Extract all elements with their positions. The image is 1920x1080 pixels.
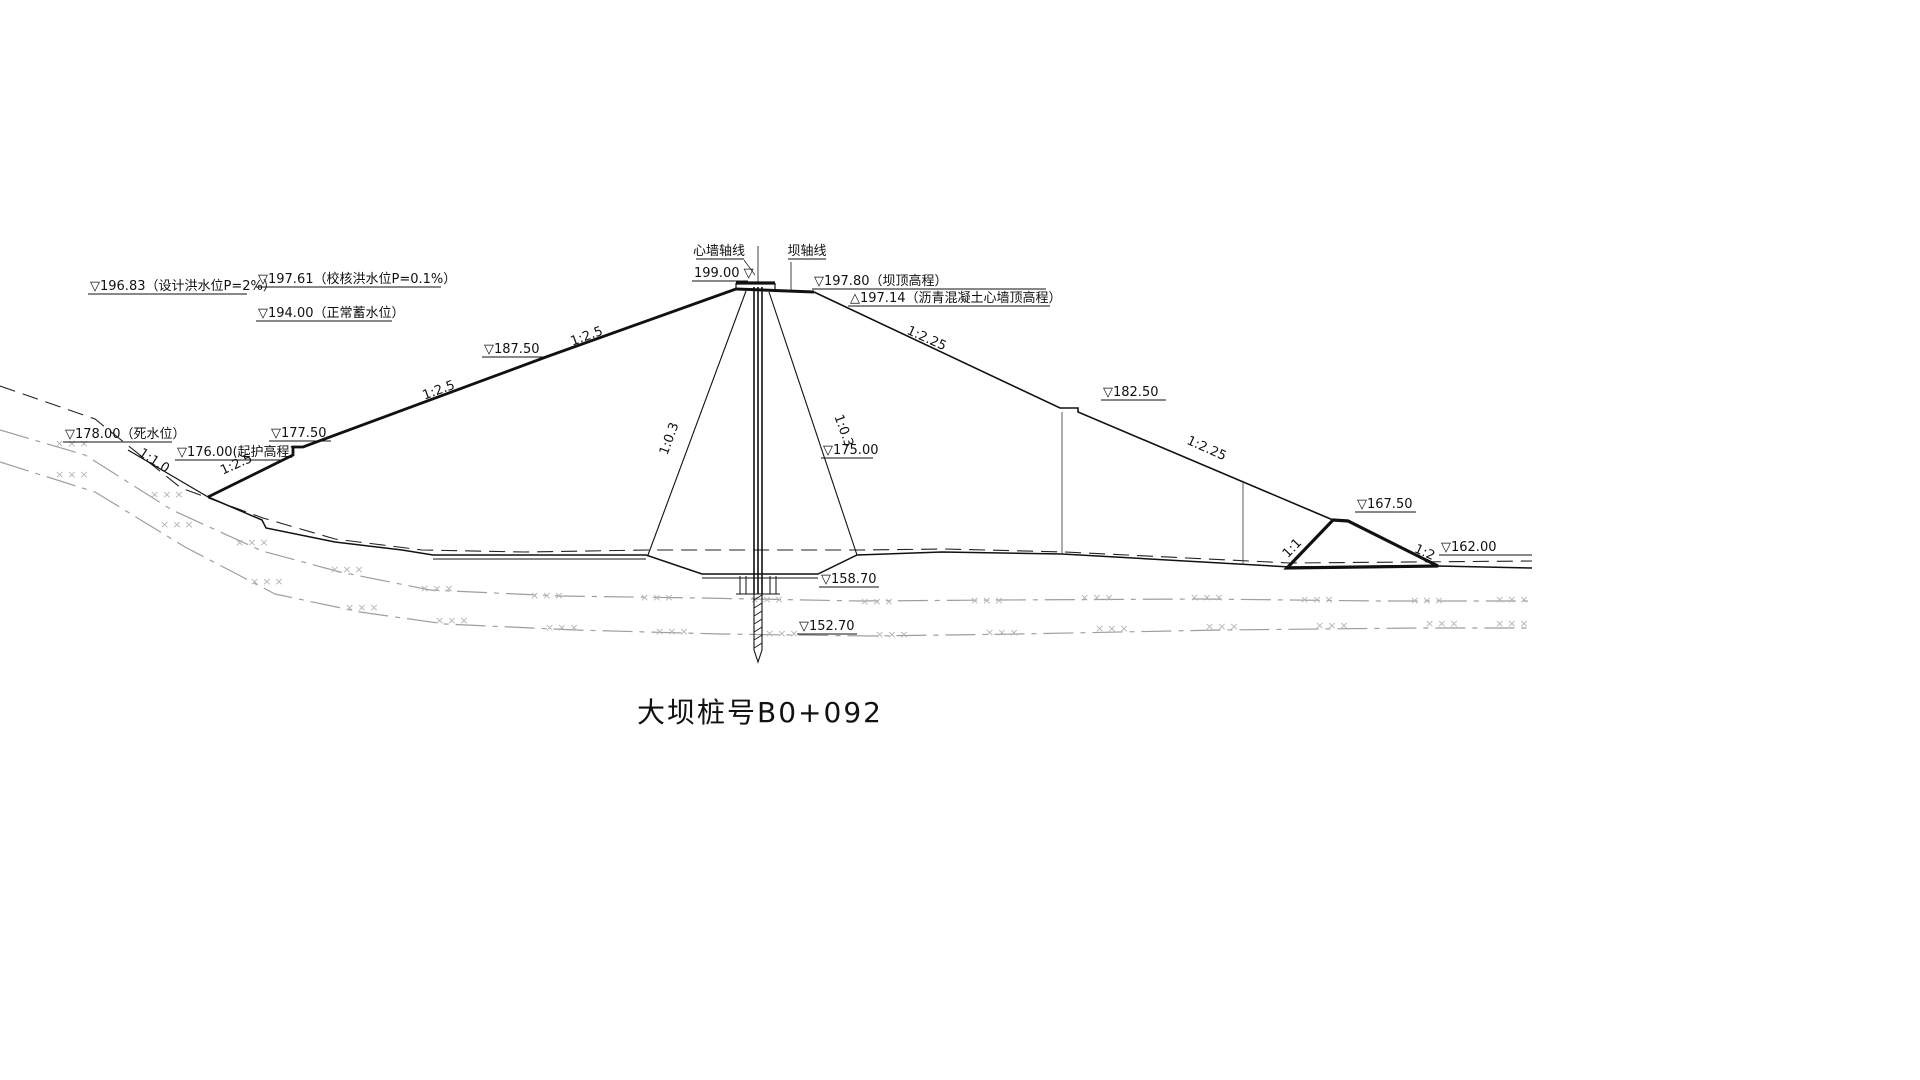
- geology-marker: ×××: [1300, 593, 1337, 606]
- normal-storage-level-label: ▽194.00（正常蓄水位）: [258, 306, 405, 321]
- geology-marker: ×××: [1425, 617, 1462, 630]
- toe-prism-elevation-label: ▽167.50: [1357, 497, 1413, 512]
- grout-curtain-tip: [753, 649, 763, 664]
- geology-marker: ×××: [545, 621, 582, 634]
- geology-marker: ×××: [1190, 591, 1227, 604]
- geology-marker: ×××: [55, 468, 92, 481]
- geology-marker: ×××: [55, 437, 92, 450]
- foundation-base-line: [207, 496, 1533, 575]
- upstream-face-line: [207, 287, 737, 499]
- slope-label-upstream-mid: 1:2.5: [421, 378, 457, 403]
- geology-marker: ×××: [345, 601, 382, 614]
- core-zone-left-face: [647, 290, 747, 556]
- internal-elevation-label: ▽175.00: [823, 443, 879, 458]
- geology-marker: ×××: [1495, 593, 1532, 606]
- geology-marker: ×××: [1410, 594, 1447, 607]
- slope-label-prism-downstream: 1:2: [1412, 542, 1437, 564]
- weathering-boundary-lower: [0, 461, 1532, 637]
- upstream-berm-elevation-label: ▽177.50: [271, 426, 327, 441]
- geology-marker: ×××: [250, 575, 287, 588]
- crest-line: [735, 287, 815, 294]
- dam-axis-label: 坝轴线: [787, 244, 826, 259]
- dam-body: [127, 281, 1533, 579]
- downstream-ground-elevation-label: ▽162.00: [1441, 540, 1497, 555]
- geology-marker: ×××: [875, 628, 912, 641]
- crest-elevation-label: ▽197.80（坝顶高程）: [814, 273, 948, 289]
- core-wall-top-elevation-label: △197.14（沥青混凝土心墙顶高程）: [850, 290, 1062, 306]
- label-underlines: [63, 258, 1532, 635]
- geology-marker: ×××: [1205, 620, 1242, 633]
- slope-labels: 1:2.5 1:2.5 1:2.5 1:1.0 1:2.25 1:2.25 1:…: [136, 323, 1437, 563]
- core-wall-axis-label: 心墙轴线: [693, 244, 745, 259]
- geology-marker: ×××: [860, 595, 897, 608]
- core-footing-lines: [736, 576, 780, 595]
- core-wall: [647, 246, 858, 664]
- slope-label-downstream-upper: 1:2.25: [904, 323, 948, 354]
- check-flood-level-label: ▽197.61（校核洪水位P=0.1%）: [258, 271, 456, 287]
- core-trench-elevation-label: ▽158.70: [821, 572, 877, 587]
- geology-marker: ×××: [160, 518, 197, 531]
- slope-label-upstream-upper: 1:2.5: [569, 324, 605, 349]
- dead-water-level-label: ▽178.00（死水位）: [65, 427, 186, 442]
- curtain-top-elevation-label: ▽152.70: [799, 619, 855, 634]
- core-axis-leader: [743, 259, 756, 276]
- geology-marker: ×××: [420, 582, 457, 595]
- geology-marker: ×××: [1315, 619, 1352, 632]
- upstream-slope-elevation-label: ▽187.50: [484, 342, 540, 357]
- geology-marker: ×××: [530, 589, 567, 602]
- drainage-toe-prism: [1283, 518, 1439, 570]
- geology-marker: ×××: [1495, 617, 1532, 630]
- geology-marker: ×××: [765, 627, 802, 640]
- geology-marker: ×××: [655, 625, 692, 638]
- text-labels: 心墙轴线 坝轴线 199.00 ▽ ▽196.83（设计洪水位P=2%） ▽19…: [65, 244, 1497, 634]
- asphalt-core-wall-band: [753, 287, 763, 594]
- geology-marker: ×××: [640, 591, 677, 604]
- core-top-elevation-label: 199.00 ▽: [694, 266, 754, 281]
- geology-marker: ×××: [150, 488, 187, 501]
- slope-label-upstream-toe: 1:1.0: [136, 446, 172, 477]
- ground-lines: [0, 385, 1533, 637]
- geology-marker: ×××: [970, 594, 1007, 607]
- geology-marker: ×××: [985, 626, 1022, 639]
- upstream-toe-line: [127, 449, 209, 498]
- foundation-base-secondary: [433, 558, 818, 579]
- geology-marker: ×××: [235, 536, 272, 549]
- geology-marker: ×××: [750, 593, 787, 606]
- geology-marker: ×××: [1095, 622, 1132, 635]
- riprap-start-elevation-label: ▽176.00(起护高程): [177, 444, 295, 460]
- core-zone-right-face: [768, 291, 858, 556]
- weathering-boundary-upper: [0, 429, 1532, 602]
- original-ground-dashed-line: [0, 385, 1533, 564]
- geology-markers: ××× ××× ××× ××× ××× ××× ××× ××× ××× ××× …: [55, 437, 1532, 641]
- drawing-title: 大坝桩号B0+092: [637, 696, 883, 729]
- slope-label-core-left: 1:0.3: [657, 421, 682, 457]
- geology-marker: ×××: [1080, 591, 1117, 604]
- geology-marker: ×××: [330, 563, 367, 576]
- grout-curtain-hatch: [753, 594, 763, 649]
- design-flood-level-label: ▽196.83（设计洪水位P=2%）: [90, 279, 276, 294]
- slope-label-prism-upstream: 1:1: [1280, 536, 1305, 561]
- geology-marker: ×××: [435, 614, 472, 627]
- downstream-berm-elevation-label: ▽182.50: [1103, 385, 1159, 400]
- downstream-face-line: [813, 291, 1334, 521]
